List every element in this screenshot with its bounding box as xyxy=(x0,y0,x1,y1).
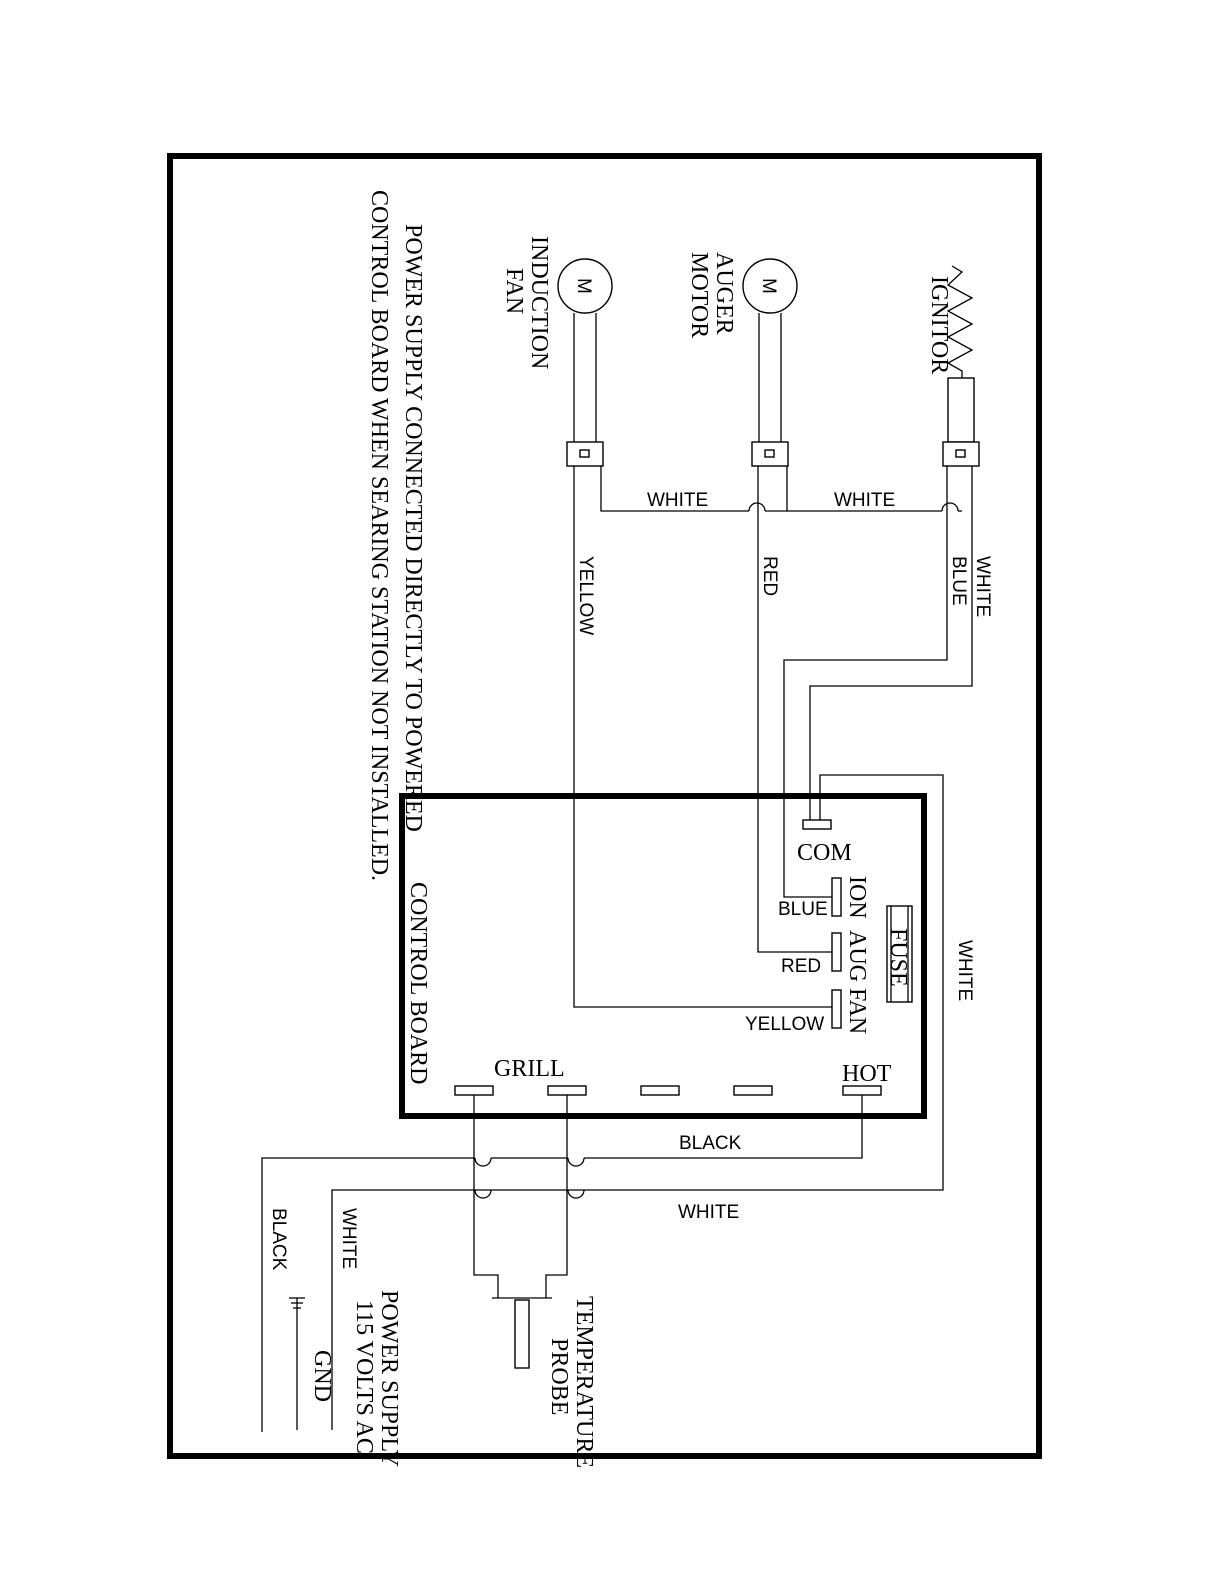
probe-label-1: TEMPERATURE xyxy=(571,1296,597,1468)
grill-label: GRILL xyxy=(494,1056,565,1082)
wire-label-white-auger: WHITE xyxy=(834,490,895,511)
supply-wires xyxy=(261,1095,863,1432)
com-terminal xyxy=(802,819,832,830)
gnd-label: GND xyxy=(309,1350,335,1402)
control-board: CONTROL BOARD COM ION AUG FAN FUSE GRILL… xyxy=(399,793,927,1119)
wire-labels: WHITE WHITE WHITE BLUE RED YELLOW WHITE … xyxy=(268,490,993,1271)
spare-terminal-2 xyxy=(733,1085,773,1096)
wire-label-white-com: WHITE xyxy=(954,940,975,1001)
aug-label: AUG xyxy=(844,930,870,982)
ion-label: ION xyxy=(844,876,870,919)
wire-label-red-auger: RED xyxy=(759,556,780,596)
hot-label: HOT xyxy=(842,1061,892,1087)
fan-label-2: FAN xyxy=(501,268,527,314)
spare-terminal-1 xyxy=(640,1085,680,1096)
fuse-label: FUSE xyxy=(885,928,911,987)
wire-label-blue-term: BLUE xyxy=(778,899,828,920)
auger-motor-label-2: MOTOR xyxy=(686,252,712,338)
wire-label-blue-ign: BLUE xyxy=(948,556,969,606)
wire-label-red-term: RED xyxy=(781,956,821,977)
wire-label-supply-black: BLACK xyxy=(268,1208,289,1271)
fan-label-1: INDUCTION xyxy=(526,236,552,369)
grill-terminal-2 xyxy=(547,1085,587,1096)
com-label: COM xyxy=(797,840,852,866)
power-supply-label-2: 115 VOLTS AC xyxy=(351,1300,377,1454)
ignitor: IGNITOR xyxy=(926,265,980,467)
wire-label-supply-white: WHITE xyxy=(338,1208,359,1269)
auger-motor: M AUGER MOTOR xyxy=(686,252,798,467)
probe-label-2: PROBE xyxy=(546,1338,572,1415)
fan-label: FAN xyxy=(844,988,870,1034)
note-line-2: CONTROL BOARD WHEN SEARING STATION NOT I… xyxy=(366,190,392,881)
grill-terminal-1 xyxy=(454,1085,494,1096)
temperature-probe: TEMPERATURE PROBE xyxy=(492,1296,597,1468)
induction-fan: M INDUCTION FAN xyxy=(501,236,613,467)
ion-terminal xyxy=(831,877,842,917)
fan-terminal xyxy=(831,989,842,1029)
hot-terminal xyxy=(842,1085,882,1096)
wires xyxy=(331,466,973,1430)
note-line-1: POWER SUPPLY CONNECTED DIRECTLY TO POWER… xyxy=(400,224,426,832)
wire-label-white-fan: WHITE xyxy=(647,490,708,511)
control-board-label: CONTROL BOARD xyxy=(405,882,431,1084)
wire-label-yellow-term: YELLOW xyxy=(745,1014,824,1035)
wire-label-white-ign: WHITE xyxy=(972,556,993,617)
power-supply-label-1: POWER SUPPLY xyxy=(376,1290,402,1467)
outer-frame xyxy=(167,153,1042,1459)
aug-terminal xyxy=(831,932,842,972)
auger-motor-label-1: AUGER xyxy=(711,252,737,335)
wire-label-black-hot: BLACK xyxy=(679,1133,742,1154)
auger-motor-symbol: M xyxy=(758,278,779,294)
fan-symbol: M xyxy=(573,278,594,294)
ignitor-label: IGNITOR xyxy=(926,276,952,374)
wire-label-yellow-fan: YELLOW xyxy=(575,556,596,635)
wire-label-white-neutral: WHITE xyxy=(678,1202,739,1223)
